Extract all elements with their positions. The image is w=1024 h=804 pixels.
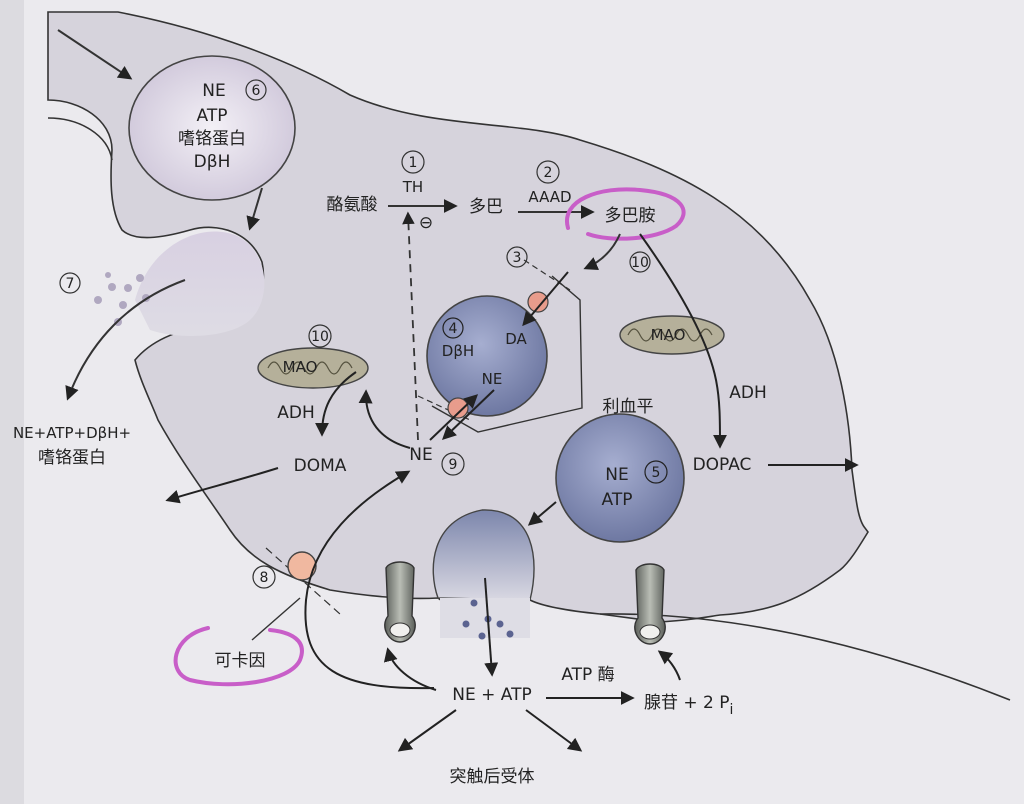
vesicle6-atp: ATP — [197, 106, 228, 126]
vesicle5-ne: NE — [605, 465, 628, 485]
num-3: 3 — [513, 250, 522, 266]
num-circle-2 — [536, 160, 560, 184]
num-circle-10-left — [308, 324, 332, 348]
axon-edge — [47, 117, 113, 161]
reserpine-outline — [431, 275, 583, 433]
num-circle-7 — [59, 272, 81, 294]
atpase-label: ATP 酶 — [561, 665, 614, 685]
num-circle-5 — [644, 460, 668, 484]
num-7: 7 — [66, 276, 75, 292]
num-circle-4 — [442, 317, 464, 339]
num-10-left: 10 — [311, 329, 329, 345]
highlight-cocaine — [173, 626, 304, 687]
num-circle-10-right — [629, 251, 651, 273]
fusing-vesicle-bottom — [432, 509, 535, 640]
postsyn-label: 突触后受体 — [450, 767, 535, 787]
arrow-exocytosis — [65, 279, 186, 401]
arrow-postsyn-right — [525, 709, 583, 752]
cleft-ne-atp: NE + ATP — [452, 685, 531, 705]
cocaine-label: 可卡因 — [215, 651, 266, 671]
dopac-label: DOPAC — [693, 455, 752, 475]
arrow-doma-out — [165, 467, 279, 504]
num-circle-3 — [506, 246, 528, 268]
uptake-transporter — [287, 551, 317, 581]
dopamine-label: 多巴胺 — [605, 206, 656, 226]
arrow-da-into-vesicle — [522, 271, 569, 327]
vesicle-6: NE 6 ATP 嗜铬蛋白 DβH — [128, 55, 296, 201]
num-circle-6 — [245, 79, 267, 101]
arrow-vesicle6-down — [246, 187, 263, 231]
presynaptic-receptor — [384, 561, 416, 643]
mitochondrion-right: MAO — [619, 315, 725, 355]
th-label: TH — [402, 178, 423, 196]
num-6: 6 — [252, 83, 261, 99]
arrow-ne-in — [429, 394, 479, 441]
vesicle4-dbh: DβH — [442, 342, 474, 360]
adenosine-label: 腺苷 + 2 Pi — [644, 693, 733, 718]
fusing-vesicle-7: 7 — [59, 231, 265, 336]
num-8: 8 — [260, 570, 269, 586]
uptake-dash — [265, 547, 341, 615]
num-5: 5 — [652, 465, 661, 481]
num-10-right: 10 — [631, 255, 649, 271]
postsynaptic-receptor — [634, 563, 666, 645]
arrow-to-postreceptor — [657, 650, 681, 681]
dopa-label: 多巴 — [469, 197, 503, 217]
vesicle-5: NE 5 ATP — [555, 413, 685, 543]
arrow-ne-to-mao — [358, 389, 411, 449]
num-2: 2 — [544, 165, 553, 181]
adh-left: ADH — [277, 403, 315, 423]
storage-vesicle-4: 4 DβH DA NE — [426, 295, 548, 417]
vmat-dash-top — [523, 259, 571, 291]
num-9: 9 — [449, 457, 458, 473]
vesicle4-ne: NE — [482, 370, 503, 388]
feedback-dashed — [402, 211, 419, 441]
num-circle-8 — [252, 565, 276, 589]
adh-right: ADH — [729, 383, 767, 403]
pi-subscript: i — [730, 702, 734, 718]
arrow-reuptake — [304, 470, 435, 690]
arrow-postsyn-left — [397, 709, 457, 752]
num-1: 1 — [409, 155, 418, 171]
arrow-dopamine-mao-dopac — [639, 233, 727, 449]
reserpine-label: 利血平 — [603, 397, 654, 417]
synthesis-pathway: 酪氨酸 1 TH ⊖ 多巴 2 AAAD 多巴胺 3 10 — [327, 150, 686, 273]
adenosine-text: 腺苷 + 2 P — [644, 693, 730, 713]
arrow-into-vesicle6 — [57, 29, 133, 80]
vesicle6-ne: NE — [202, 81, 225, 101]
inhibit-symbol: ⊖ — [419, 213, 433, 233]
arrow-ne-out — [441, 389, 495, 440]
vesicle5-atp: ATP — [602, 490, 633, 510]
cytosol-ne: NE — [409, 445, 432, 465]
cocaine-pointer — [251, 597, 301, 641]
arrow-vesicle5-fuse — [527, 501, 557, 526]
num-4: 4 — [449, 321, 458, 337]
vmat-transporter-top — [527, 291, 549, 313]
mao-right: MAO — [651, 326, 686, 344]
arrow-mao-adh — [315, 371, 357, 437]
vesicle6-protein: 嗜铬蛋白 — [178, 129, 246, 149]
tyrosine-label: 酪氨酸 — [327, 195, 378, 215]
aaad-label: AAAD — [528, 188, 571, 206]
exo-label-1: NE+ATP+DβH+ — [13, 424, 131, 442]
exo-label-2: 嗜铬蛋白 — [38, 448, 106, 468]
mitochondrion-left: MAO 10 — [257, 324, 369, 389]
doma-label: DOMA — [294, 456, 347, 476]
page-margin — [0, 0, 24, 804]
arrow-to-autoreceptor — [383, 647, 437, 691]
arrow-release — [484, 577, 499, 677]
vesicle4-da: DA — [505, 330, 527, 348]
vesicle6-dbh: DβH — [194, 152, 231, 172]
highlight-dopamine — [564, 187, 686, 241]
mao-left: MAO — [283, 358, 318, 376]
num-circle-9 — [441, 452, 465, 476]
arrow-dopamine-to-vesicle — [583, 233, 621, 271]
num-circle-1 — [401, 150, 425, 174]
vmat-transporter-bottom — [447, 397, 469, 419]
